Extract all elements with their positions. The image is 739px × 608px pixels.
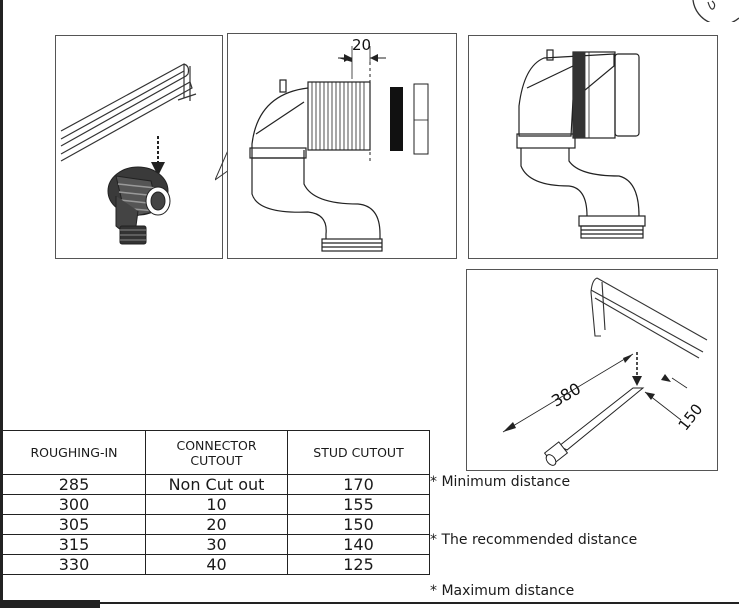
dimension-table: ROUGHING-IN CONNECTOR CUTOUT STUD CUTOUT… — [2, 430, 430, 575]
table-header-row: ROUGHING-IN CONNECTOR CUTOUT STUD CUTOUT — [2, 430, 430, 475]
step2-dimension-label: 20 — [352, 36, 371, 54]
step4-length-label: 380 — [548, 379, 584, 411]
note-recommended-distance: * The recommended distance — [430, 532, 638, 548]
table-row: 305 20 150 — [2, 514, 430, 535]
cell-connector-cutout: 30 — [145, 534, 288, 555]
cell-roughing-in: 285 — [2, 474, 146, 495]
left-border — [0, 0, 3, 608]
header-roughing-in: ROUGHING-IN — [2, 430, 146, 475]
cell-connector-cutout: 40 — [145, 554, 288, 575]
cell-stud-cutout: 155 — [287, 494, 430, 515]
step2-cut-panel: 20 — [227, 33, 457, 259]
note-minimum-distance: * Minimum distance — [430, 474, 571, 490]
table-row: 315 30 140 — [2, 534, 430, 555]
header-connector-cutout: CONNECTOR CUTOUT — [145, 430, 288, 475]
seal-ring — [390, 87, 403, 151]
cell-stud-cutout: 170 — [287, 474, 430, 495]
cell-roughing-in: 315 — [2, 534, 146, 555]
step2-illustration: 20 — [249, 36, 429, 252]
step4-stud-panel: 380 150 — [466, 269, 718, 471]
cell-stud-cutout: 150 — [287, 514, 430, 535]
cell-connector-cutout: 10 — [145, 494, 288, 515]
step4-offset-label: 150 — [675, 400, 707, 434]
cell-roughing-in: 330 — [2, 554, 146, 575]
cell-roughing-in: 305 — [2, 514, 146, 535]
table-row: 330 40 125 — [2, 554, 430, 575]
corner-circle-icon — [692, 0, 739, 22]
stud-insert-arrow-icon — [632, 352, 642, 386]
table-row: 285 Non Cut out 170 — [2, 474, 430, 495]
cell-connector-cutout: Non Cut out — [145, 474, 288, 495]
cell-connector-cutout: 20 — [145, 514, 288, 535]
insert-arrow-icon — [151, 136, 165, 176]
end-cap — [413, 83, 429, 155]
table-row: 300 10 155 — [2, 494, 430, 515]
cell-stud-cutout: 125 — [287, 554, 430, 575]
step1-illustration — [60, 63, 197, 245]
cell-stud-cutout: 140 — [287, 534, 430, 555]
cell-roughing-in: 300 — [2, 494, 146, 515]
step4-illustration: 380 150 — [502, 277, 708, 466]
step1-install-panel — [55, 35, 223, 259]
step3-assembled-panel — [468, 35, 718, 259]
bottom-tab-mark — [0, 600, 100, 608]
note-maximum-distance: * Maximum distance — [430, 583, 575, 599]
step3-illustration — [516, 49, 646, 239]
bottom-border — [0, 602, 739, 604]
header-stud-cutout: STUD CUTOUT — [287, 430, 430, 475]
